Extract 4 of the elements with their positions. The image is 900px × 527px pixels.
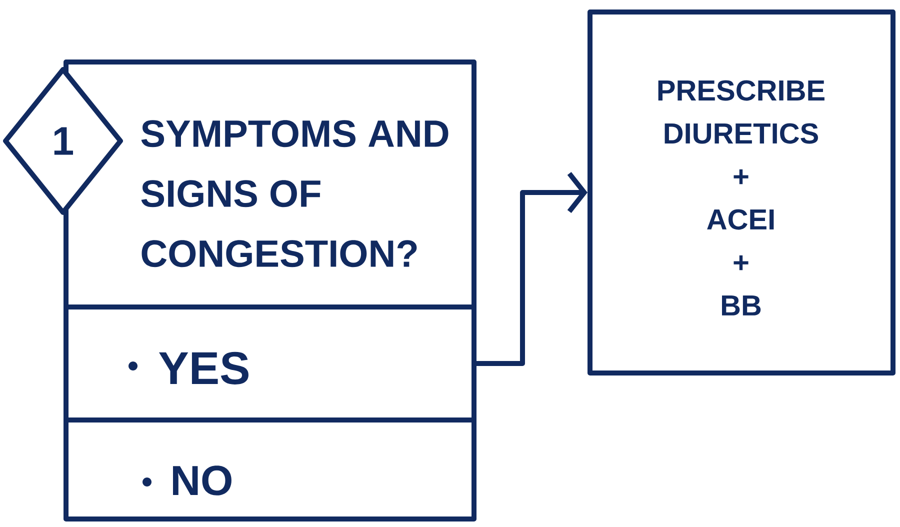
action-box: PRESCRIBE DIURETICS + ACEI + BB [588, 10, 896, 376]
answer-row: YES [64, 304, 476, 422]
arrow [474, 172, 588, 366]
answer-row: NO [64, 417, 476, 522]
